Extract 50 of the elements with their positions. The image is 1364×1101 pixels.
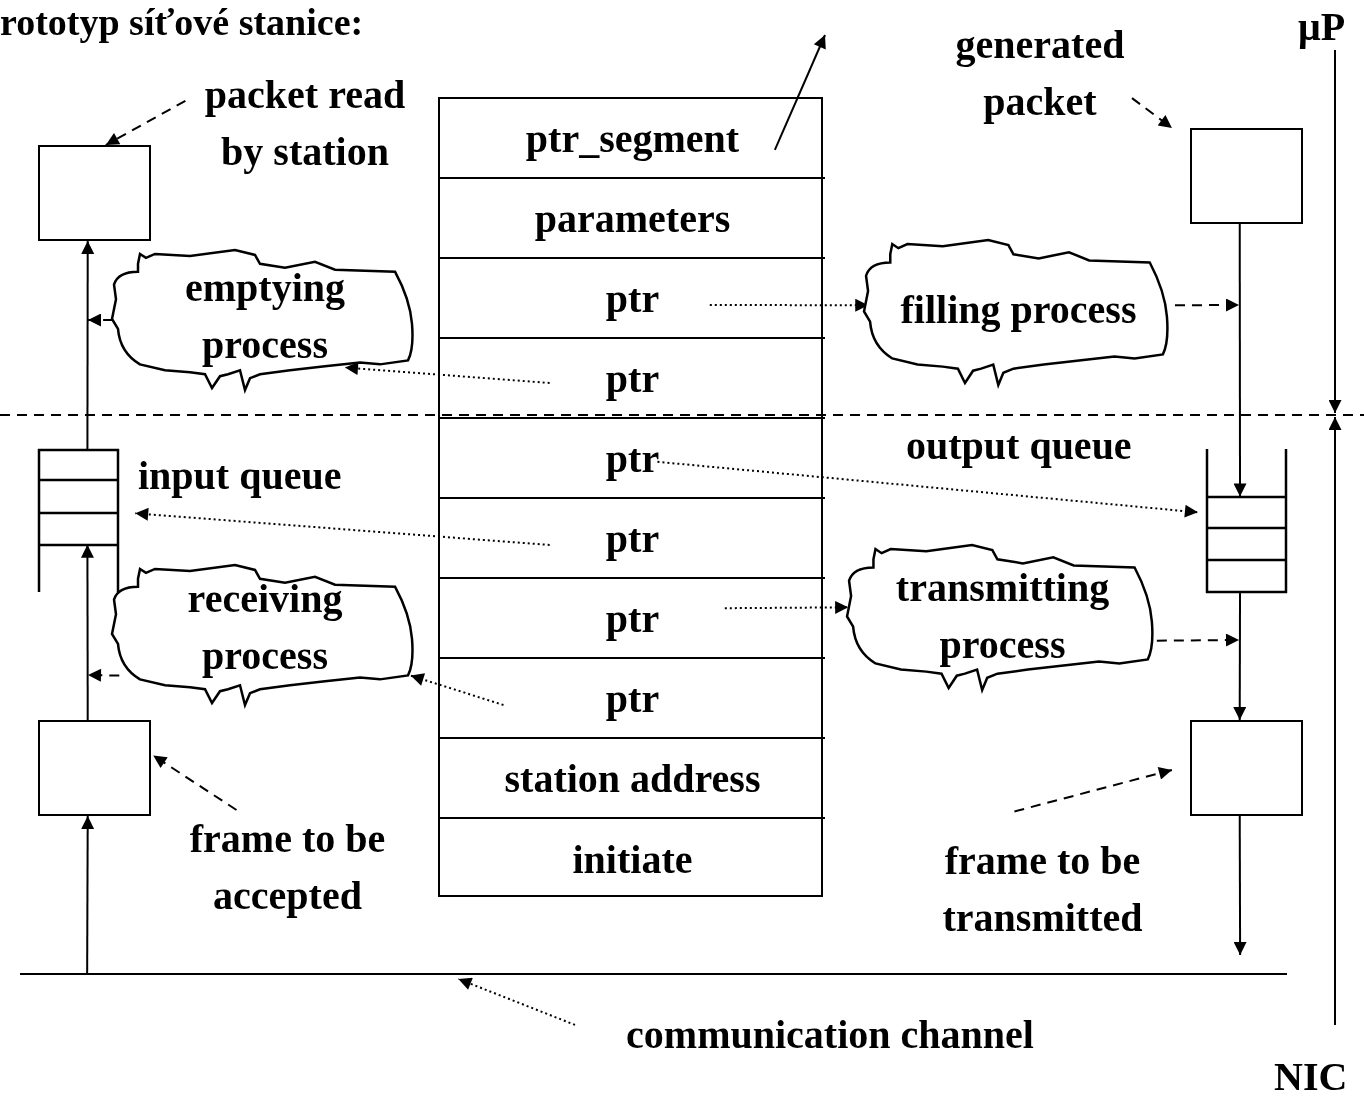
annotation-text: frame to be accepted	[160, 810, 415, 922]
leader-line	[104, 99, 187, 146]
field-name: ptr	[604, 354, 661, 403]
pointer-arrow	[344, 362, 551, 384]
leader-line	[1013, 766, 1173, 813]
annotation-text: communication channel	[580, 1006, 1080, 1060]
annotation-text: frame to be transmitted	[915, 832, 1170, 946]
leader-line	[1174, 298, 1240, 312]
leader-line	[1131, 97, 1173, 129]
packet-box	[1190, 720, 1303, 816]
field-name: ptr	[604, 674, 661, 723]
packet-box	[38, 145, 151, 241]
leader-line	[457, 977, 576, 1026]
arrow	[773, 34, 826, 151]
queue-label: output queue	[906, 422, 1132, 470]
annotation-text: packet read by station	[190, 66, 420, 182]
data-table	[438, 97, 823, 897]
process-label: emptying process	[184, 264, 346, 369]
arrow	[81, 815, 95, 976]
packet-box	[1190, 128, 1303, 224]
pointer-arrow	[409, 673, 505, 706]
field-name: ptr	[604, 594, 661, 643]
title: rototyp síťové stanice:	[0, 0, 364, 45]
arrow	[1233, 815, 1247, 956]
field-name: ptr	[604, 434, 661, 483]
annotation-text: generated packet	[925, 16, 1155, 130]
field-name: ptr	[604, 274, 661, 323]
arrow	[80, 543, 94, 721]
leader-line	[87, 668, 121, 682]
section-label: NIC	[1274, 1053, 1348, 1101]
pointer-arrow	[656, 460, 1199, 518]
field-name: station address	[503, 754, 762, 803]
packet-box	[38, 720, 151, 816]
channel-line	[20, 973, 1287, 977]
process-label: transmitting process	[894, 563, 1111, 669]
pointer-arrow	[134, 507, 551, 546]
section-label: μP	[1298, 3, 1346, 51]
field-name: ptr_segment	[524, 114, 741, 163]
arrow	[1233, 223, 1247, 498]
field-name: ptr	[604, 514, 661, 563]
arrow	[81, 240, 95, 450]
pointer-arrow	[723, 600, 850, 614]
queue-label: input queue	[138, 452, 342, 500]
field-name: parameters	[533, 194, 732, 243]
leader-line	[152, 754, 238, 811]
process-label: receiving process	[186, 575, 344, 680]
arrow	[1233, 592, 1247, 721]
leader-line	[1155, 633, 1240, 647]
field-name: initiate	[571, 835, 694, 884]
process-label: filling process	[899, 285, 1138, 334]
